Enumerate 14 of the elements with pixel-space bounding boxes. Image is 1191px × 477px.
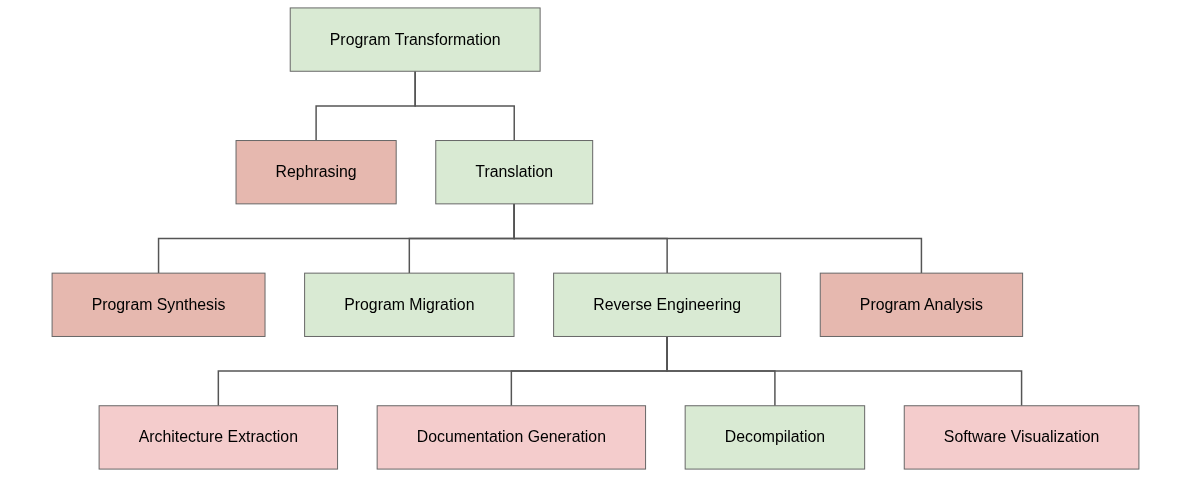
node-box: Architecture Extraction (98, 405, 339, 470)
node-box: Reverse Engineering (553, 272, 782, 337)
node-box: Decompilation (684, 405, 866, 470)
node-box: Program Analysis (819, 272, 1024, 337)
node-box: Translation (435, 140, 594, 205)
connector (414, 70, 515, 142)
node-box: Software Visualization (903, 405, 1140, 470)
connector (666, 335, 1023, 407)
connector (513, 203, 923, 274)
node-box: Program Transformation (289, 7, 541, 72)
node-box: Program Synthesis (51, 272, 266, 337)
node-box: Rephrasing (235, 140, 397, 205)
node-box: Program Migration (304, 272, 515, 337)
node-box: Documentation Generation (376, 405, 647, 470)
